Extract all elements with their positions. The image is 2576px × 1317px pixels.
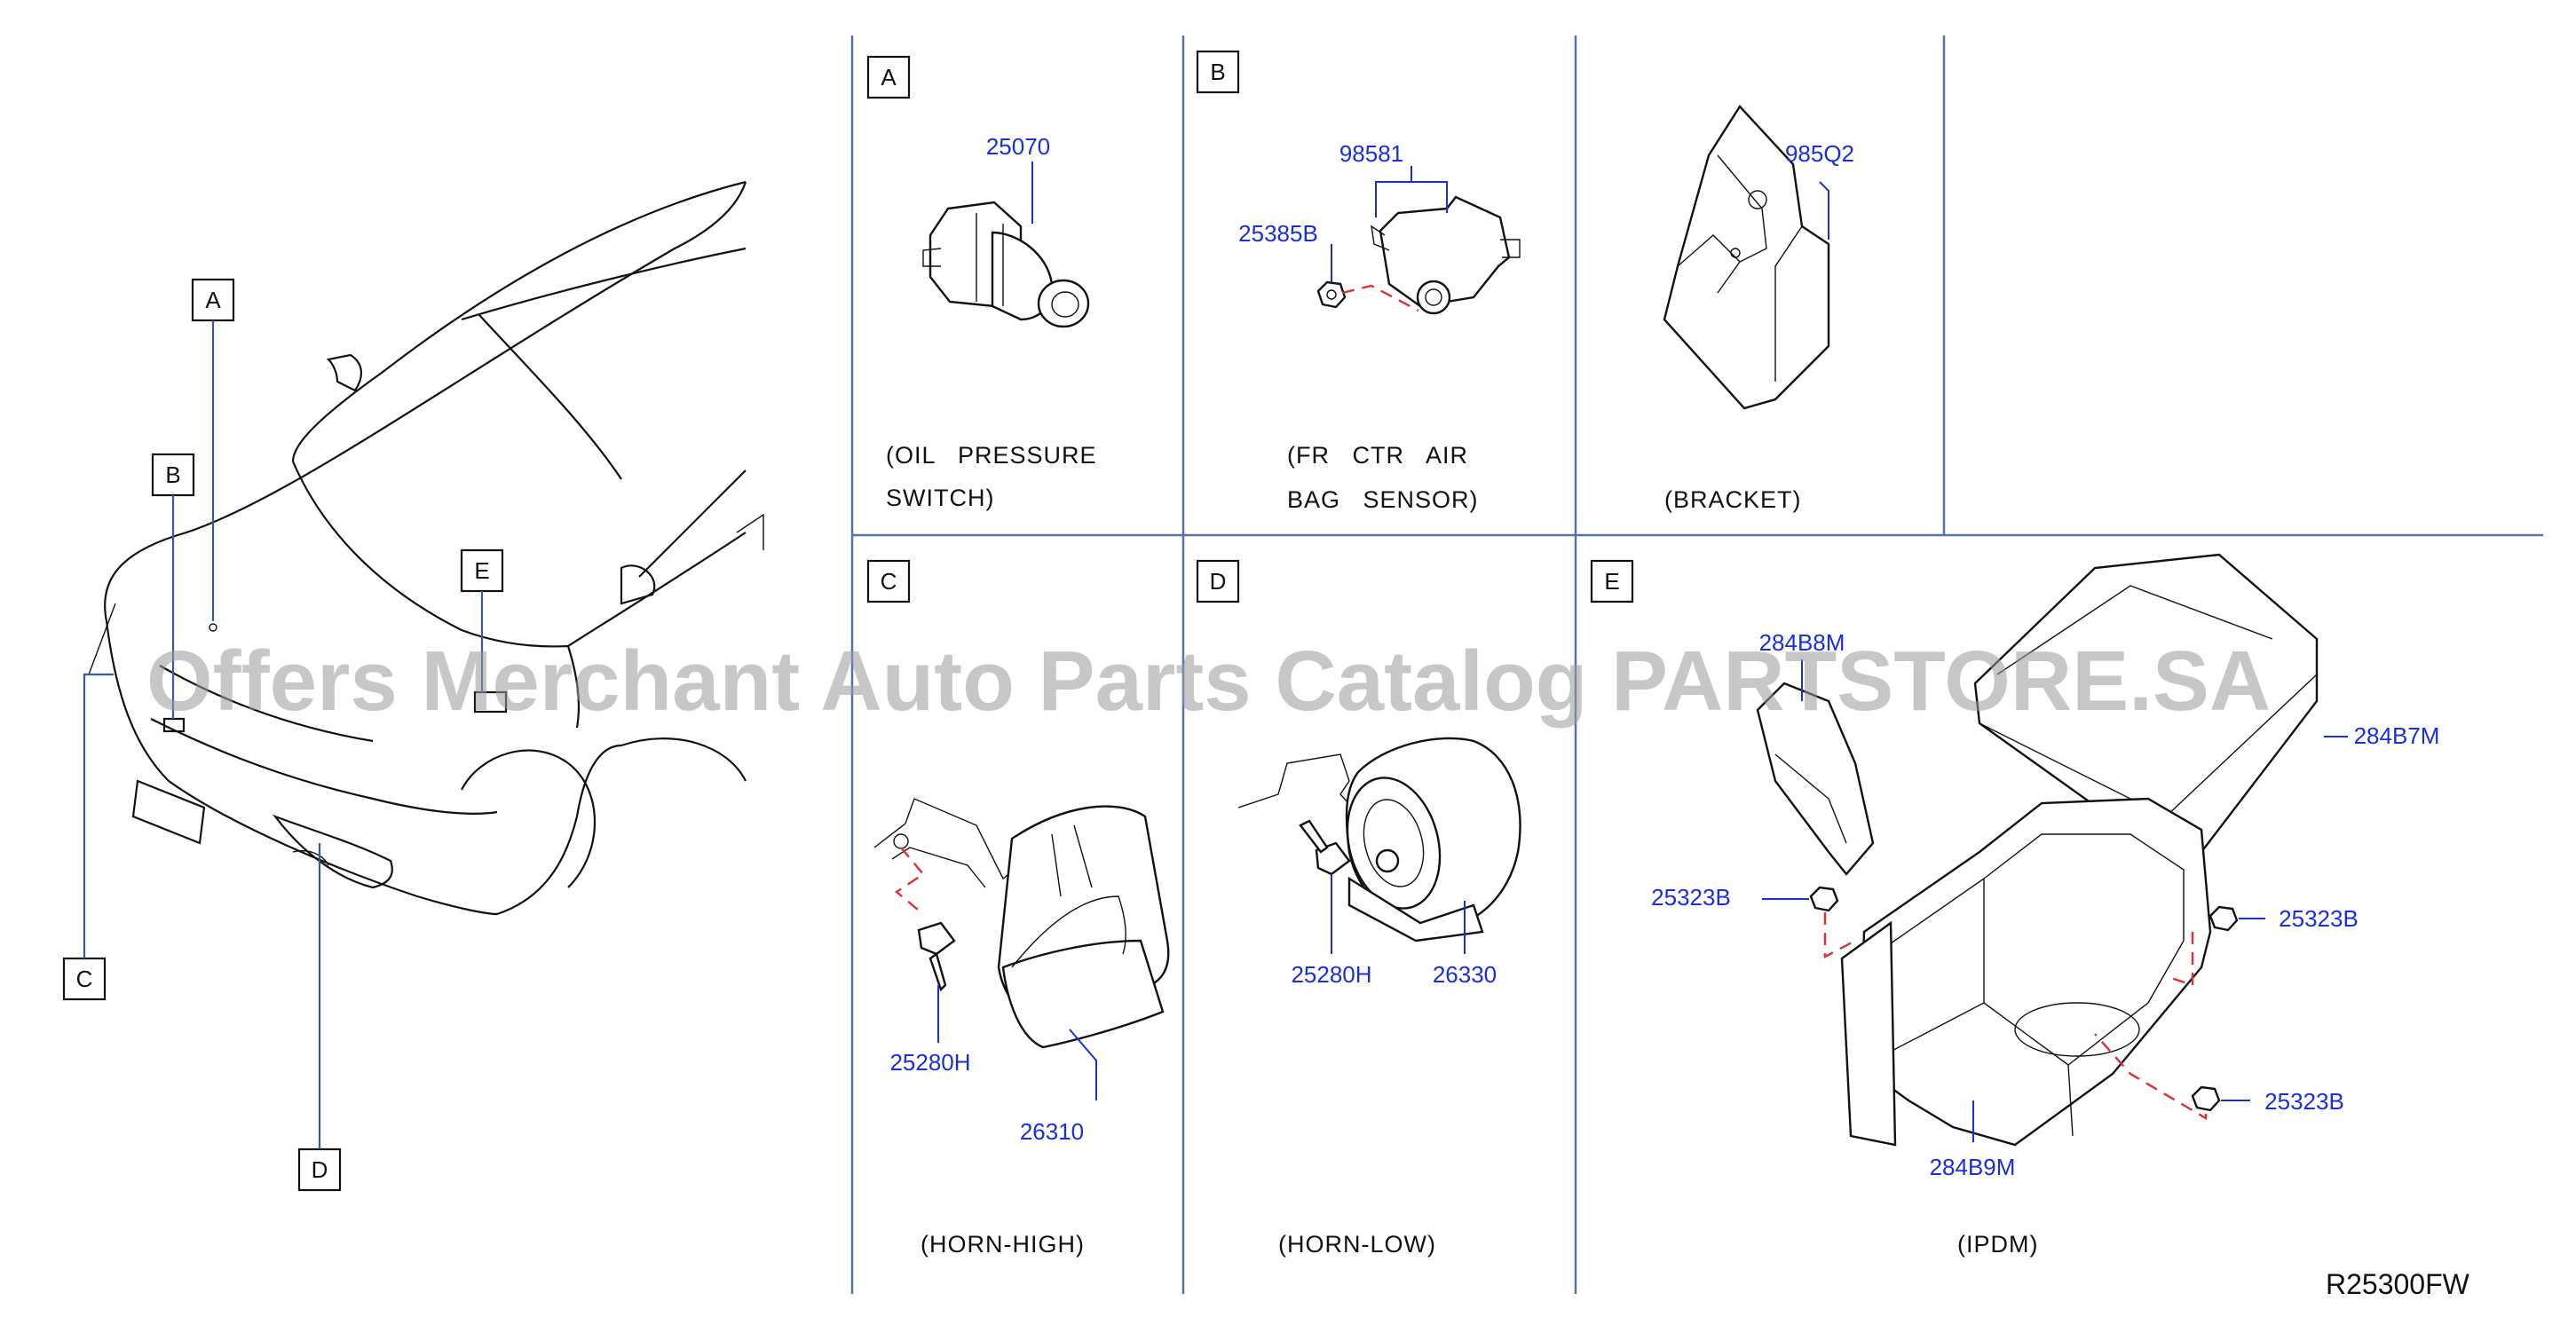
panel-a-caption-line1: (OIL PRESSURE	[886, 442, 1097, 469]
horn-high-bolt[interactable]	[917, 921, 956, 992]
sensor-nut[interactable]	[1316, 280, 1347, 309]
callout-c[interactable]: C	[62, 673, 114, 1001]
part-number-985Q2[interactable]: 985Q2	[1785, 140, 1854, 167]
panel-c-tag	[866, 559, 911, 603]
ipdm-cover-bracket[interactable]	[1756, 682, 1875, 876]
ipdm-nut-3[interactable]	[2191, 1085, 2221, 1112]
part-number-25070[interactable]: 25070	[986, 133, 1050, 160]
callout-e-label: E	[474, 557, 489, 584]
horn-high[interactable]	[873, 798, 1170, 1049]
horn-low[interactable]	[1237, 737, 1521, 942]
panel-a: A 25070 (OIL PRESSURE SWITCH)	[866, 55, 1097, 511]
panel-c-letter: C	[881, 568, 897, 595]
panel-b: B 98581 25385B (FR CTR AIR BAG SENSOR)	[1196, 50, 1521, 513]
ipdm-cover[interactable]	[1973, 553, 2319, 858]
airbag-sensor[interactable]	[1371, 195, 1521, 315]
bracket-caption: (BRACKET)	[1664, 486, 1802, 513]
panel-d-letter: D	[1210, 568, 1227, 595]
part-number-25280H-low[interactable]: 25280H	[1291, 961, 1371, 988]
callout-b[interactable]: B	[151, 453, 195, 719]
part-number-98581[interactable]: 98581	[1339, 140, 1403, 167]
panel-d: D 25280H 26330 (HORN-LOW)	[1196, 559, 1521, 1258]
part-number-25323B-left[interactable]: 25323B	[1651, 884, 1731, 911]
panel-b-caption-line2: BAG SENSOR)	[1287, 486, 1479, 513]
panel-e-letter: E	[1604, 568, 1619, 595]
panel-c-caption: (HORN-HIGH)	[921, 1231, 1085, 1258]
ipdm-nut-1[interactable]	[1809, 886, 1839, 912]
callout-c-label: C	[76, 966, 93, 992]
part-number-284B9M[interactable]: 284B9M	[1930, 1154, 2016, 1180]
panel-a-caption-line2: SWITCH)	[886, 485, 994, 511]
part-number-26330[interactable]: 26330	[1433, 961, 1497, 988]
callout-d-label: D	[312, 1156, 328, 1183]
part-number-25280H-high[interactable]: 25280H	[889, 1049, 970, 1076]
part-number-25323B-bottom[interactable]: 25323B	[2264, 1088, 2344, 1115]
part-number-284B7M[interactable]: 284B7M	[2354, 722, 2440, 749]
part-number-26310[interactable]: 26310	[1020, 1118, 1084, 1145]
callout-a[interactable]: A	[191, 278, 235, 621]
part-number-25385B[interactable]: 25385B	[1238, 220, 1318, 247]
watermark-text: Offers Merchant Auto Parts Catalog PARTS…	[146, 634, 2271, 729]
panel-a-letter: A	[881, 64, 897, 91]
ipdm-lower-case[interactable]	[1840, 797, 2212, 1147]
panel-e-caption: (IPDM)	[1957, 1231, 2038, 1258]
callout-d[interactable]: D	[297, 843, 342, 1192]
panel-b-letter: B	[1210, 59, 1225, 85]
sensor-bracket[interactable]	[1663, 105, 1830, 410]
part-number-25323B-right[interactable]: 25323B	[2279, 905, 2359, 932]
panel-grid	[850, 35, 2543, 1294]
panel-d-caption: (HORN-LOW)	[1278, 1231, 1436, 1258]
callout-a-label: A	[205, 287, 221, 313]
ipdm-nut-2[interactable]	[2209, 905, 2239, 932]
part-number-284B8M[interactable]: 284B8M	[1759, 629, 1845, 656]
callout-e[interactable]: E	[460, 548, 504, 692]
panel-c: C 25280H 26310 (HORN-HIGH)	[866, 559, 1170, 1258]
oil-pressure-switch[interactable]	[922, 201, 1090, 328]
diagram-code: R25300FW	[2326, 1268, 2470, 1300]
horn-low-bolt[interactable]	[1299, 819, 1351, 876]
panel-e-tag	[1590, 559, 1634, 603]
callout-b-label: B	[165, 461, 180, 488]
panel-b-caption-line1: (FR CTR AIR	[1287, 442, 1468, 469]
panel-d-tag	[1196, 559, 1240, 603]
panel-e: E 284B8M	[1590, 553, 2440, 1258]
panel-b-tag	[1196, 50, 1240, 94]
panel-a-tag	[866, 55, 911, 99]
vehicle-overview: A B C D E	[62, 180, 764, 1192]
car-outline	[88, 180, 764, 916]
panel-bracket: 985Q2 (BRACKET)	[1663, 105, 1854, 513]
